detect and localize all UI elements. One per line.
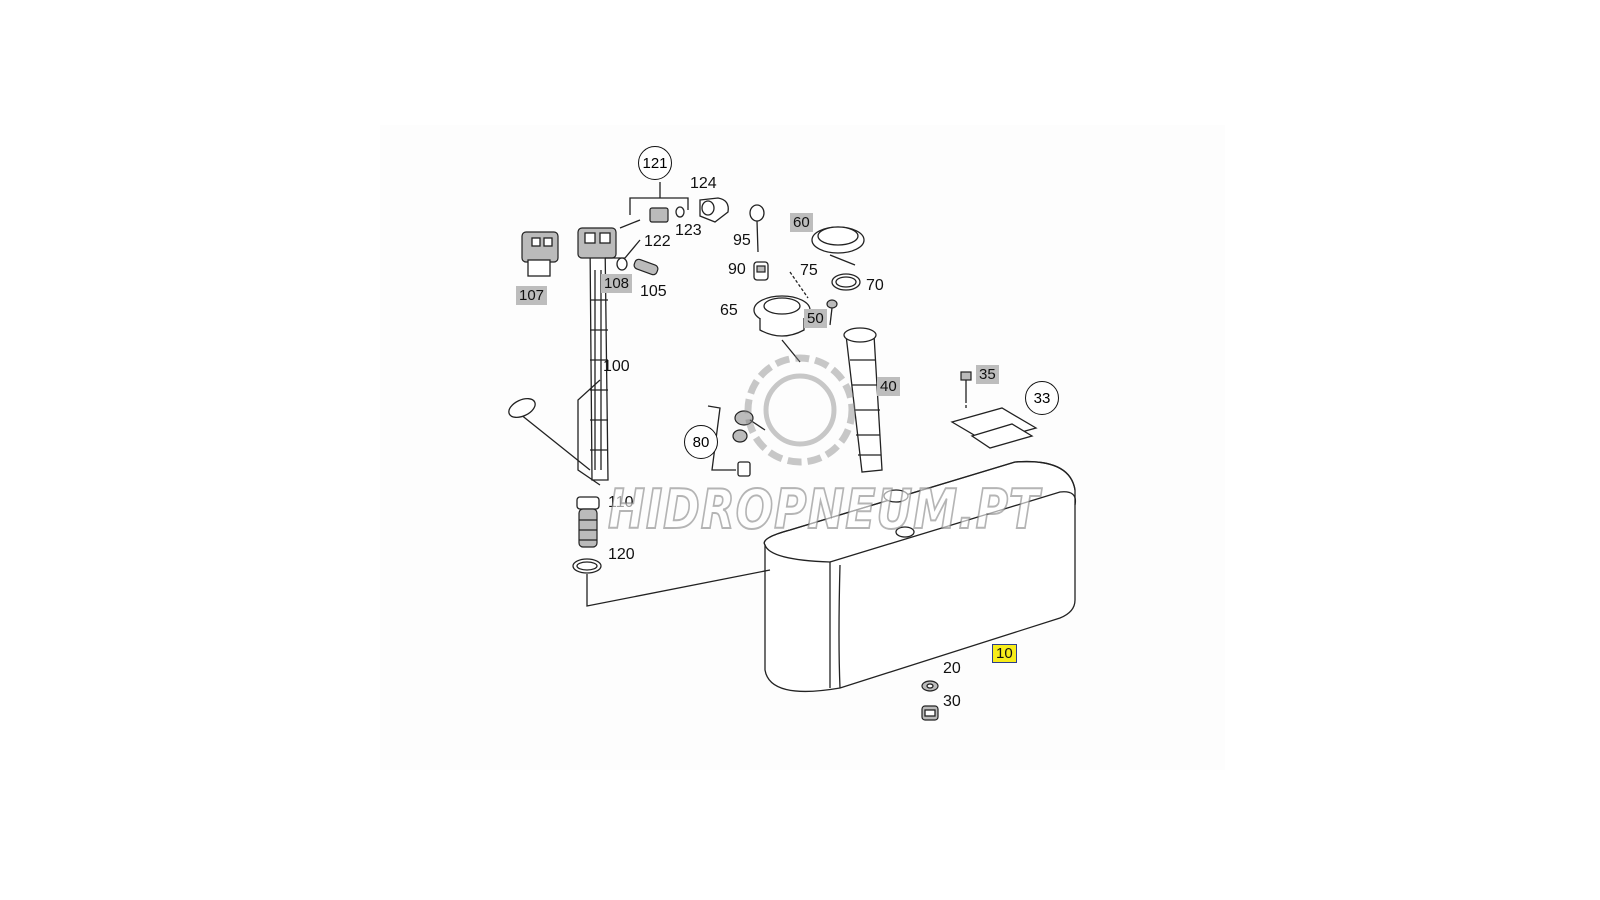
label-part-20[interactable]: 20 <box>943 660 961 677</box>
label-part-105[interactable]: 105 <box>640 283 667 300</box>
label-part-10[interactable]: 10 <box>992 644 1017 663</box>
filter-110 <box>576 496 600 548</box>
label-part-107[interactable]: 107 <box>516 286 548 305</box>
label-part-100[interactable]: 100 <box>603 358 630 375</box>
seal-ring-70 <box>831 273 861 291</box>
connector-group-121 <box>619 182 729 229</box>
label-part-122[interactable]: 122 <box>644 233 671 250</box>
label-part-35[interactable]: 35 <box>976 365 999 384</box>
screw-35 <box>960 371 972 410</box>
fitting-108 <box>616 257 628 271</box>
label-part-80[interactable]: 80 <box>684 425 718 459</box>
fuel-tank <box>763 460 1077 693</box>
sensor-connector <box>521 231 559 277</box>
screw-50 <box>826 299 838 326</box>
label-part-120[interactable]: 120 <box>608 546 635 563</box>
fitting-105 <box>633 258 659 276</box>
drain-plug <box>921 705 939 721</box>
seal-ring-120 <box>572 558 602 574</box>
label-part-65[interactable]: 65 <box>720 302 738 319</box>
plate-33 <box>950 407 1038 449</box>
label-part-40[interactable]: 40 <box>877 377 900 396</box>
label-part-60[interactable]: 60 <box>790 213 813 232</box>
label-part-90[interactable]: 90 <box>728 261 746 278</box>
filler-cap-65 <box>753 295 811 363</box>
label-part-70[interactable]: 70 <box>866 277 884 294</box>
label-part-33[interactable]: 33 <box>1025 381 1059 415</box>
watermark-text: HIDROPNEUM.PT <box>607 477 1040 542</box>
label-part-75[interactable]: 75 <box>800 262 818 279</box>
drain-washer <box>921 680 939 692</box>
label-part-108[interactable]: 108 <box>601 274 633 293</box>
watermark-logo <box>744 354 856 466</box>
return-line <box>586 569 771 607</box>
label-part-110[interactable]: 110 <box>608 494 634 511</box>
lock-cylinder-90 <box>753 261 769 281</box>
label-part-50[interactable]: 50 <box>804 309 827 328</box>
label-part-95[interactable]: 95 <box>733 232 751 249</box>
strainer-40 <box>843 327 883 473</box>
label-part-123[interactable]: 123 <box>675 222 702 239</box>
label-part-30[interactable]: 30 <box>943 693 961 710</box>
label-part-124[interactable]: 124 <box>690 175 717 192</box>
label-part-121[interactable]: 121 <box>638 146 672 180</box>
fuel-level-sender <box>508 227 641 486</box>
spring-75 <box>789 271 809 299</box>
key-95 <box>749 204 765 253</box>
cap-60 <box>811 226 865 266</box>
